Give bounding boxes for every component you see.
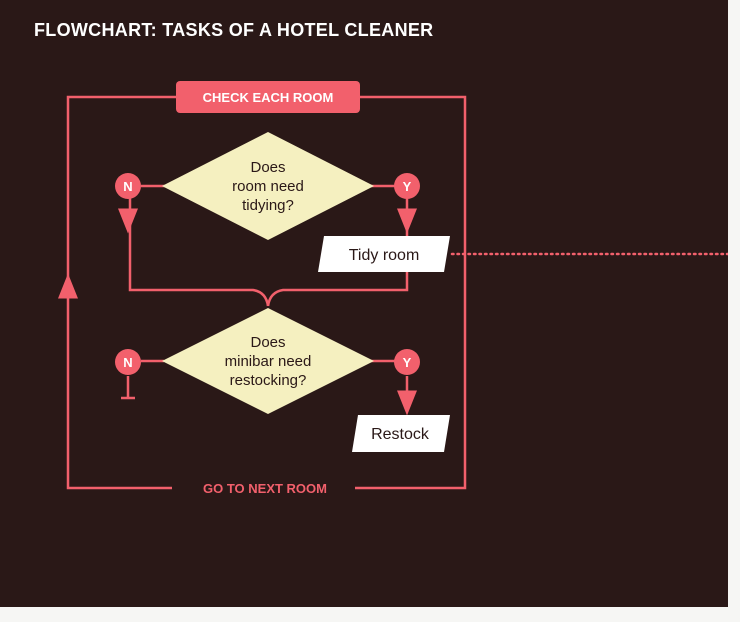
y1-branch-line — [266, 187, 409, 307]
tidy-room-box — [318, 236, 450, 272]
decision2-line3: restocking? — [230, 372, 307, 389]
restock-label: Restock — [371, 426, 430, 443]
loop-left-connector — [66, 95, 176, 490]
n1-branch-line — [128, 187, 270, 307]
n1-badge — [115, 173, 141, 199]
flowchart-page: FLOWCHART: TASKS OF A HOTEL CLEANER CHEC… — [0, 0, 728, 607]
decision2-diamond — [162, 308, 374, 414]
n2-label: N — [123, 355, 132, 370]
decision1-diamond — [162, 132, 374, 240]
decision1-line1: Does — [250, 159, 285, 176]
loop-right-connector — [355, 95, 467, 490]
n1-label: N — [123, 179, 132, 194]
page-title: FLOWCHART: TASKS OF A HOTEL CLEANER — [34, 20, 434, 40]
y1-badge — [394, 173, 420, 199]
y2-badge — [394, 349, 420, 375]
n2-badge — [115, 349, 141, 375]
restock-box — [352, 415, 450, 452]
start-label: CHECK EACH ROOM — [203, 90, 334, 105]
decision1-line2: room need — [232, 178, 304, 195]
end-label: GO TO NEXT ROOM — [203, 481, 327, 496]
decision1-line3: tidying? — [242, 197, 294, 214]
start-box — [176, 81, 360, 113]
decision2-line1: Does — [250, 334, 285, 351]
tidy-room-label: Tidy room — [349, 247, 420, 264]
y1-label: Y — [403, 179, 412, 194]
decision2-line2: minibar need — [225, 353, 312, 370]
y2-label: Y — [403, 355, 412, 370]
flowchart-diagram: CHECK EACH ROOM Does room need tidying? … — [58, 81, 728, 496]
